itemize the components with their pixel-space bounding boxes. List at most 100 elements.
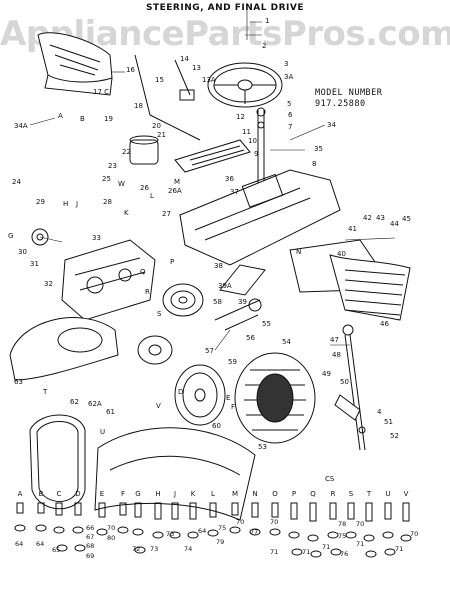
callout-44: 44 xyxy=(390,220,399,228)
callout-8: 8 xyxy=(312,160,317,168)
hw-letter-c: C xyxy=(56,490,62,498)
hw-letter-m: M xyxy=(231,490,239,498)
callout-34: 34 xyxy=(327,121,336,129)
hw-num-70-e: 70 xyxy=(410,530,419,538)
hw-num-75-b: 75 xyxy=(338,532,347,540)
callout-12: 12 xyxy=(236,113,245,121)
callout-14: 14 xyxy=(180,55,189,63)
hw-num-71-c: 71 xyxy=(322,543,331,551)
callout-1: 1 xyxy=(265,17,270,25)
hw-num-74: 74 xyxy=(184,545,193,553)
model-number-block: MODEL NUMBER 917.25880 xyxy=(315,88,382,110)
callout-45: 45 xyxy=(402,215,411,223)
callout-f: F xyxy=(231,403,236,411)
hw-num-71-a: 71 xyxy=(270,548,279,556)
callout-26a: 26A xyxy=(168,187,182,195)
callout-19: 19 xyxy=(104,115,113,123)
callout-5: 5 xyxy=(287,100,292,108)
callout-21: 21 xyxy=(157,131,166,139)
callout-s: S xyxy=(157,310,162,318)
callout-52: 52 xyxy=(390,432,399,440)
callout-42: 42 xyxy=(363,214,372,222)
callout-10: 10 xyxy=(248,137,257,145)
hw-num-66: 66 xyxy=(86,524,95,532)
callout-27-upper: 27 xyxy=(162,210,171,218)
spindle-drawing xyxy=(334,394,361,421)
frame-drawing xyxy=(179,169,341,266)
hw-letter-d: D xyxy=(75,490,81,498)
hw-num-80: 80 xyxy=(107,534,116,542)
callout-53: 53 xyxy=(258,443,267,451)
hw-num-71-d: 71 xyxy=(356,540,365,548)
callout-k: K xyxy=(124,209,129,217)
callout-63: 63 xyxy=(14,378,23,386)
pedal-drawing xyxy=(174,139,251,173)
callout-40: 40 xyxy=(337,250,346,258)
wheel-rim-drawing xyxy=(174,364,226,426)
callout-36: 36 xyxy=(225,175,234,183)
hw-num-69: 69 xyxy=(86,552,95,560)
callout-41: 41 xyxy=(348,225,357,233)
callout-28: 28 xyxy=(103,198,112,206)
callout-d: D xyxy=(178,388,184,396)
callout-59: 59 xyxy=(228,358,237,366)
callout-4: 4 xyxy=(377,408,382,416)
hw-num-75-a: 75 xyxy=(218,524,227,532)
hw-letter-n: N xyxy=(252,490,258,498)
callout-43: 43 xyxy=(376,214,385,222)
callout-62a: 62A xyxy=(88,400,102,408)
callout-37: 37 xyxy=(230,188,239,196)
callout-61: 61 xyxy=(106,408,115,416)
callout-e: E xyxy=(226,394,231,402)
callout-p: P xyxy=(170,258,175,266)
callout-16: 16 xyxy=(126,66,135,74)
hw-letter-f: F xyxy=(120,490,126,498)
hw-letter-k: K xyxy=(190,490,196,498)
callout-38: 38 xyxy=(214,262,223,270)
callout-v: V xyxy=(156,402,161,410)
callout-46: 46 xyxy=(380,320,389,328)
callout-58: 58 xyxy=(213,298,222,306)
hw-num-70-a: 70 xyxy=(107,524,116,532)
callout-23: 23 xyxy=(108,162,117,170)
callout-13a: 13A xyxy=(202,76,216,84)
callout-6: 6 xyxy=(288,111,293,119)
hw-letter-t: T xyxy=(366,490,372,498)
rear-fender-drawing xyxy=(94,427,256,521)
callout-25: 25 xyxy=(102,175,111,183)
tank-drawing xyxy=(129,135,159,165)
callout-48: 48 xyxy=(332,351,341,359)
hw-letter-l: L xyxy=(211,490,215,498)
callout-57: 57 xyxy=(205,347,214,355)
diagram-title: STEERING, AND FINAL DRIVE xyxy=(146,3,304,13)
hw-letter-h: H xyxy=(155,490,161,498)
hw-num-73-b: 73 xyxy=(166,530,175,538)
callout-g-left: G xyxy=(8,232,14,240)
callout-a: A xyxy=(58,112,63,120)
pulley-drawing xyxy=(162,283,204,317)
model-number-label: MODEL NUMBER xyxy=(315,88,383,98)
hw-num-72: 72 xyxy=(132,545,141,553)
hw-num-73-a: 73 xyxy=(150,545,159,553)
model-number-value: 917.25880 xyxy=(315,99,366,109)
callout-u: U xyxy=(100,428,106,436)
hw-letter-u: U xyxy=(385,490,391,498)
callout-62: 62 xyxy=(70,398,79,406)
tie-rod-drawing xyxy=(342,324,366,451)
callout-7: 7 xyxy=(288,123,293,131)
hw-num-64-b: 64 xyxy=(36,540,45,548)
callout-22: 22 xyxy=(122,148,131,156)
hw-letter-b: B xyxy=(38,490,44,498)
callout-24: 24 xyxy=(12,178,21,186)
hw-letter-a: A xyxy=(17,490,23,498)
callout-31-upper: 31 xyxy=(30,260,39,268)
callout-47: 47 xyxy=(330,336,339,344)
callout-56: 56 xyxy=(246,334,255,342)
callout-n: N xyxy=(296,248,302,256)
callout-49: 49 xyxy=(322,370,331,378)
callout-51: 51 xyxy=(384,418,393,426)
callout-30-upper: 30 xyxy=(18,248,27,256)
transmission-drawing xyxy=(61,239,156,321)
hardware-nuts-row xyxy=(14,524,412,558)
callout-q: Q xyxy=(140,268,146,276)
